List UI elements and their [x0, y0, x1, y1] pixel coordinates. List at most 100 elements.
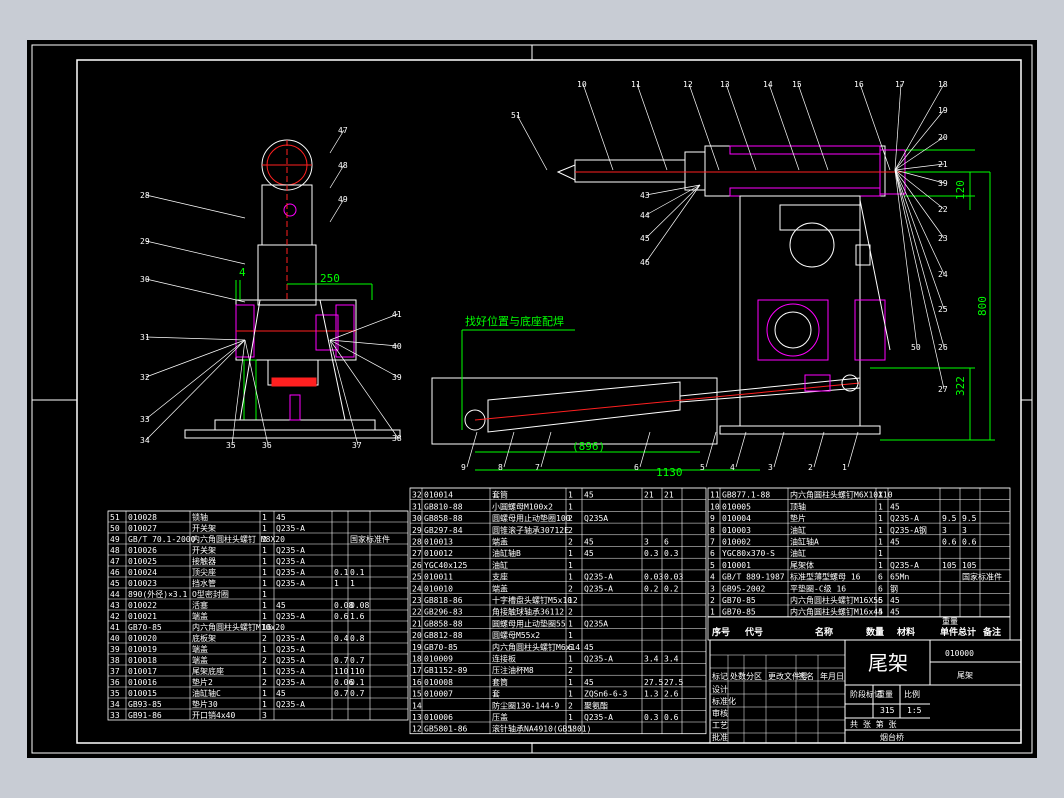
balloon-label: 13	[720, 80, 730, 89]
bom-cell: 45	[584, 491, 594, 500]
bom-cell: GB810-88	[424, 502, 463, 511]
bom-cell: 油缸轴C	[192, 688, 221, 698]
bom-cell: GB1152-89	[424, 666, 468, 675]
leader-line	[231, 339, 246, 446]
title-note: 烟台桥	[880, 732, 904, 742]
balloon-label: 6	[634, 463, 639, 472]
bom-cell: Q235-A	[890, 561, 919, 570]
bom-header-cell: 单件	[940, 626, 958, 638]
bom-cell: 钢	[890, 583, 898, 593]
bom-cell: 平垫圈-C级 16	[790, 583, 846, 593]
balloon-label: 39	[392, 373, 402, 382]
title-role: 审核	[712, 708, 728, 718]
bom-cell: 21	[412, 619, 422, 628]
balloon-label: 9	[461, 463, 466, 472]
bom-cell: 1	[878, 514, 883, 523]
leader-line	[894, 83, 902, 171]
bom-cell: Q235-A	[276, 568, 305, 577]
bom-cell: 3	[710, 584, 715, 593]
bom-cell: 0.2	[664, 584, 679, 593]
bom-cell: Q235-A	[276, 546, 305, 555]
leader-line	[894, 169, 945, 310]
bom-cell: GB70-85	[128, 623, 162, 632]
bom-cell: 37	[110, 667, 120, 676]
dim-896: (896)	[572, 440, 605, 453]
bom-cell: 2	[568, 701, 573, 710]
bom-cell: 1	[878, 502, 883, 511]
bom-cell: YGC80x370-S	[722, 549, 775, 558]
bom-header-cell: 序号	[712, 626, 730, 638]
title-change-header: 更改文件号	[768, 671, 808, 681]
bom-cell: 小圆螺母M100x2	[492, 501, 553, 511]
bom-cell: 9	[710, 514, 715, 523]
leader-line	[329, 339, 399, 347]
balloon-label: 17	[895, 80, 905, 89]
bom-cell: 21	[644, 491, 654, 500]
bom-cell: Q235-A	[890, 514, 919, 523]
bom-cell: 垫片	[790, 513, 806, 523]
bom-cell: Q235-A	[276, 557, 305, 566]
bom-cell: 105	[942, 561, 957, 570]
leader-line	[645, 184, 701, 239]
bom-cell: 尾架体	[790, 560, 814, 570]
bom-cell: 压盖	[492, 712, 508, 722]
bom-header-cell: 名称	[815, 626, 833, 638]
bom-cell: 1	[568, 690, 573, 699]
balloon-label: 36	[262, 441, 272, 450]
balloon-label: 20	[938, 133, 948, 142]
balloon-label: 33	[140, 415, 150, 424]
balloon-label: 12	[683, 80, 693, 89]
bom-cell: 11	[710, 491, 720, 500]
bom-cell: 39	[110, 645, 120, 654]
bom-cell: 连接板	[492, 654, 516, 664]
bom-cell: 48	[110, 546, 120, 555]
leader-line	[894, 169, 945, 239]
bom-cell: 22	[412, 608, 422, 617]
leader-line	[145, 339, 246, 420]
bom-cell: 19	[412, 643, 422, 652]
bom-cell: 1	[262, 557, 267, 566]
bom-cell: 1	[262, 579, 267, 588]
bom-cell: 010012	[424, 549, 453, 558]
leader-line	[145, 339, 246, 378]
bom-cell: 27	[412, 549, 422, 558]
bom-cell: 1	[262, 568, 267, 577]
bom-cell: 010004	[722, 514, 751, 523]
leader-line	[582, 83, 614, 171]
bom-cell: 45	[890, 538, 900, 547]
bom-cell: 010006	[424, 713, 453, 722]
bom-cell: 28	[412, 538, 422, 547]
bom-cell: 010017	[128, 667, 157, 676]
bom-cell: 1	[262, 645, 267, 654]
bom-cell: 8	[710, 526, 715, 535]
leader-line	[725, 83, 757, 171]
balloon-label: 27	[938, 385, 948, 394]
bom-cell: 2	[262, 634, 267, 643]
bom-cell: 45	[276, 689, 286, 698]
bom-cell: 开关架	[192, 545, 216, 555]
bom-cell: 12	[568, 596, 578, 605]
bom-cell: 010003	[722, 526, 751, 535]
balloon-label: 28	[140, 191, 150, 200]
bom-cell: 2	[568, 666, 573, 675]
balloon-label: 16	[854, 80, 864, 89]
bom-cell: 45	[584, 538, 594, 547]
bom-cell: 40	[110, 634, 120, 643]
title-main: 尾架	[868, 651, 908, 675]
bom-cell: 1	[878, 491, 883, 500]
bom-cell: 国家标准件	[350, 534, 390, 544]
bom-cell: 2	[568, 608, 573, 617]
bom-cell: 垫片2	[192, 677, 213, 687]
bom-cell: 1	[878, 561, 883, 570]
bom-cell: 10	[710, 502, 720, 511]
bom-cell: 110	[334, 667, 349, 676]
bom-cell: 010018	[128, 656, 157, 665]
bom-cell: 内六角圆柱头螺钉M16x45	[790, 607, 883, 617]
bom-cell: 2	[710, 596, 715, 605]
bom-header-cell: 总计	[958, 626, 976, 638]
bom-cell: 31	[412, 502, 422, 511]
bom-cell: 1.3	[644, 690, 659, 699]
bom-cell: Q235-A	[276, 579, 305, 588]
dim-1130: 1130	[656, 466, 683, 479]
